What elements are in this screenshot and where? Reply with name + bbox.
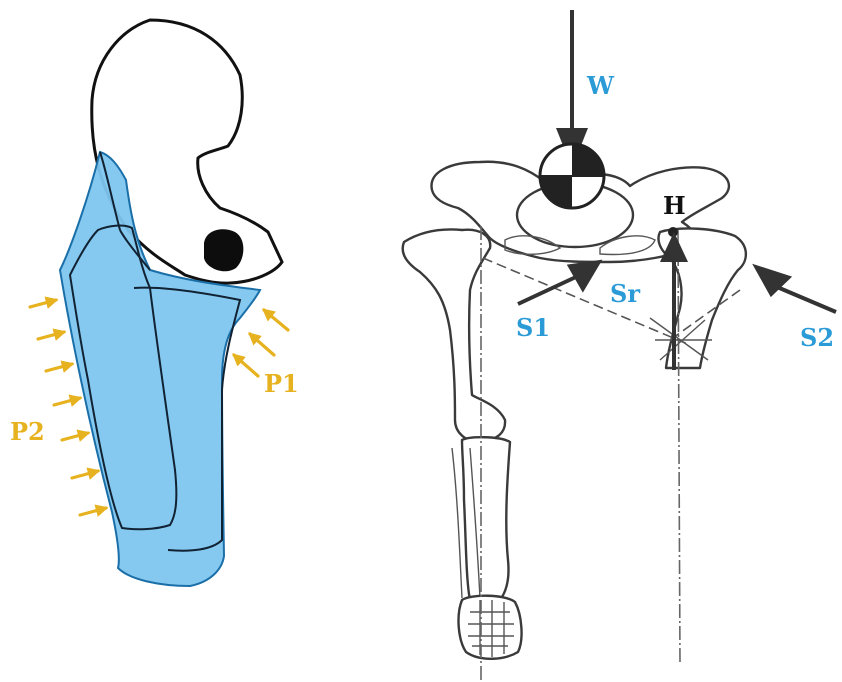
s1-force-line bbox=[518, 276, 578, 304]
left-tibia bbox=[462, 437, 510, 600]
center-of-gravity-symbol bbox=[540, 144, 604, 208]
label-w: W bbox=[586, 71, 615, 100]
label-s2: S2 bbox=[800, 323, 834, 352]
label-p1: P1 bbox=[264, 369, 299, 398]
pressure-arrows-p1 bbox=[234, 310, 288, 376]
left-foot bbox=[459, 596, 522, 659]
obturator-foramen bbox=[204, 229, 243, 271]
s2-arrowhead bbox=[744, 264, 792, 302]
right-leg-axis bbox=[678, 230, 680, 665]
label-p2: P2 bbox=[10, 417, 45, 446]
left-figure: P1 P2 bbox=[10, 20, 299, 586]
label-s1: S1 bbox=[516, 313, 550, 342]
label-h: H bbox=[663, 191, 686, 220]
right-figure: H Sr S1 S2 W bbox=[403, 10, 836, 680]
label-sr: Sr bbox=[610, 279, 640, 308]
